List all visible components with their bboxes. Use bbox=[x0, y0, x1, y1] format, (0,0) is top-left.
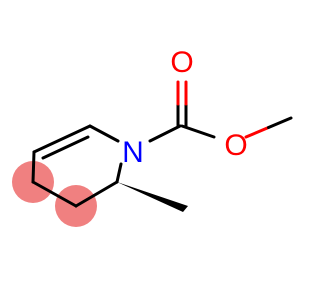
bond-o-methyl-carbon-half bbox=[267, 116, 293, 129]
bond-c6-n bbox=[115, 162, 123, 184]
molecule-structure: O O N bbox=[12, 46, 293, 227]
bond-c2-c3-inner bbox=[41, 135, 90, 160]
atom-label-ester-oxygen: O bbox=[224, 129, 247, 162]
bond-n-carbonyl-c bbox=[148, 124, 182, 143]
bond-c3-c4 bbox=[31, 150, 36, 184]
atom-label-carbonyl-oxygen: O bbox=[170, 46, 193, 79]
wedge-bond-methyl bbox=[117, 182, 188, 212]
bond-c4-c5 bbox=[31, 180, 78, 208]
bond-o-methyl bbox=[244, 126, 270, 139]
atom-label-nitrogen: N bbox=[122, 136, 144, 169]
bond-carbonyl-c-o bbox=[180, 124, 216, 139]
bond-c5-c6 bbox=[74, 180, 119, 208]
bond-c2-c3 bbox=[32, 124, 92, 154]
bond-n-c2 bbox=[88, 124, 120, 143]
